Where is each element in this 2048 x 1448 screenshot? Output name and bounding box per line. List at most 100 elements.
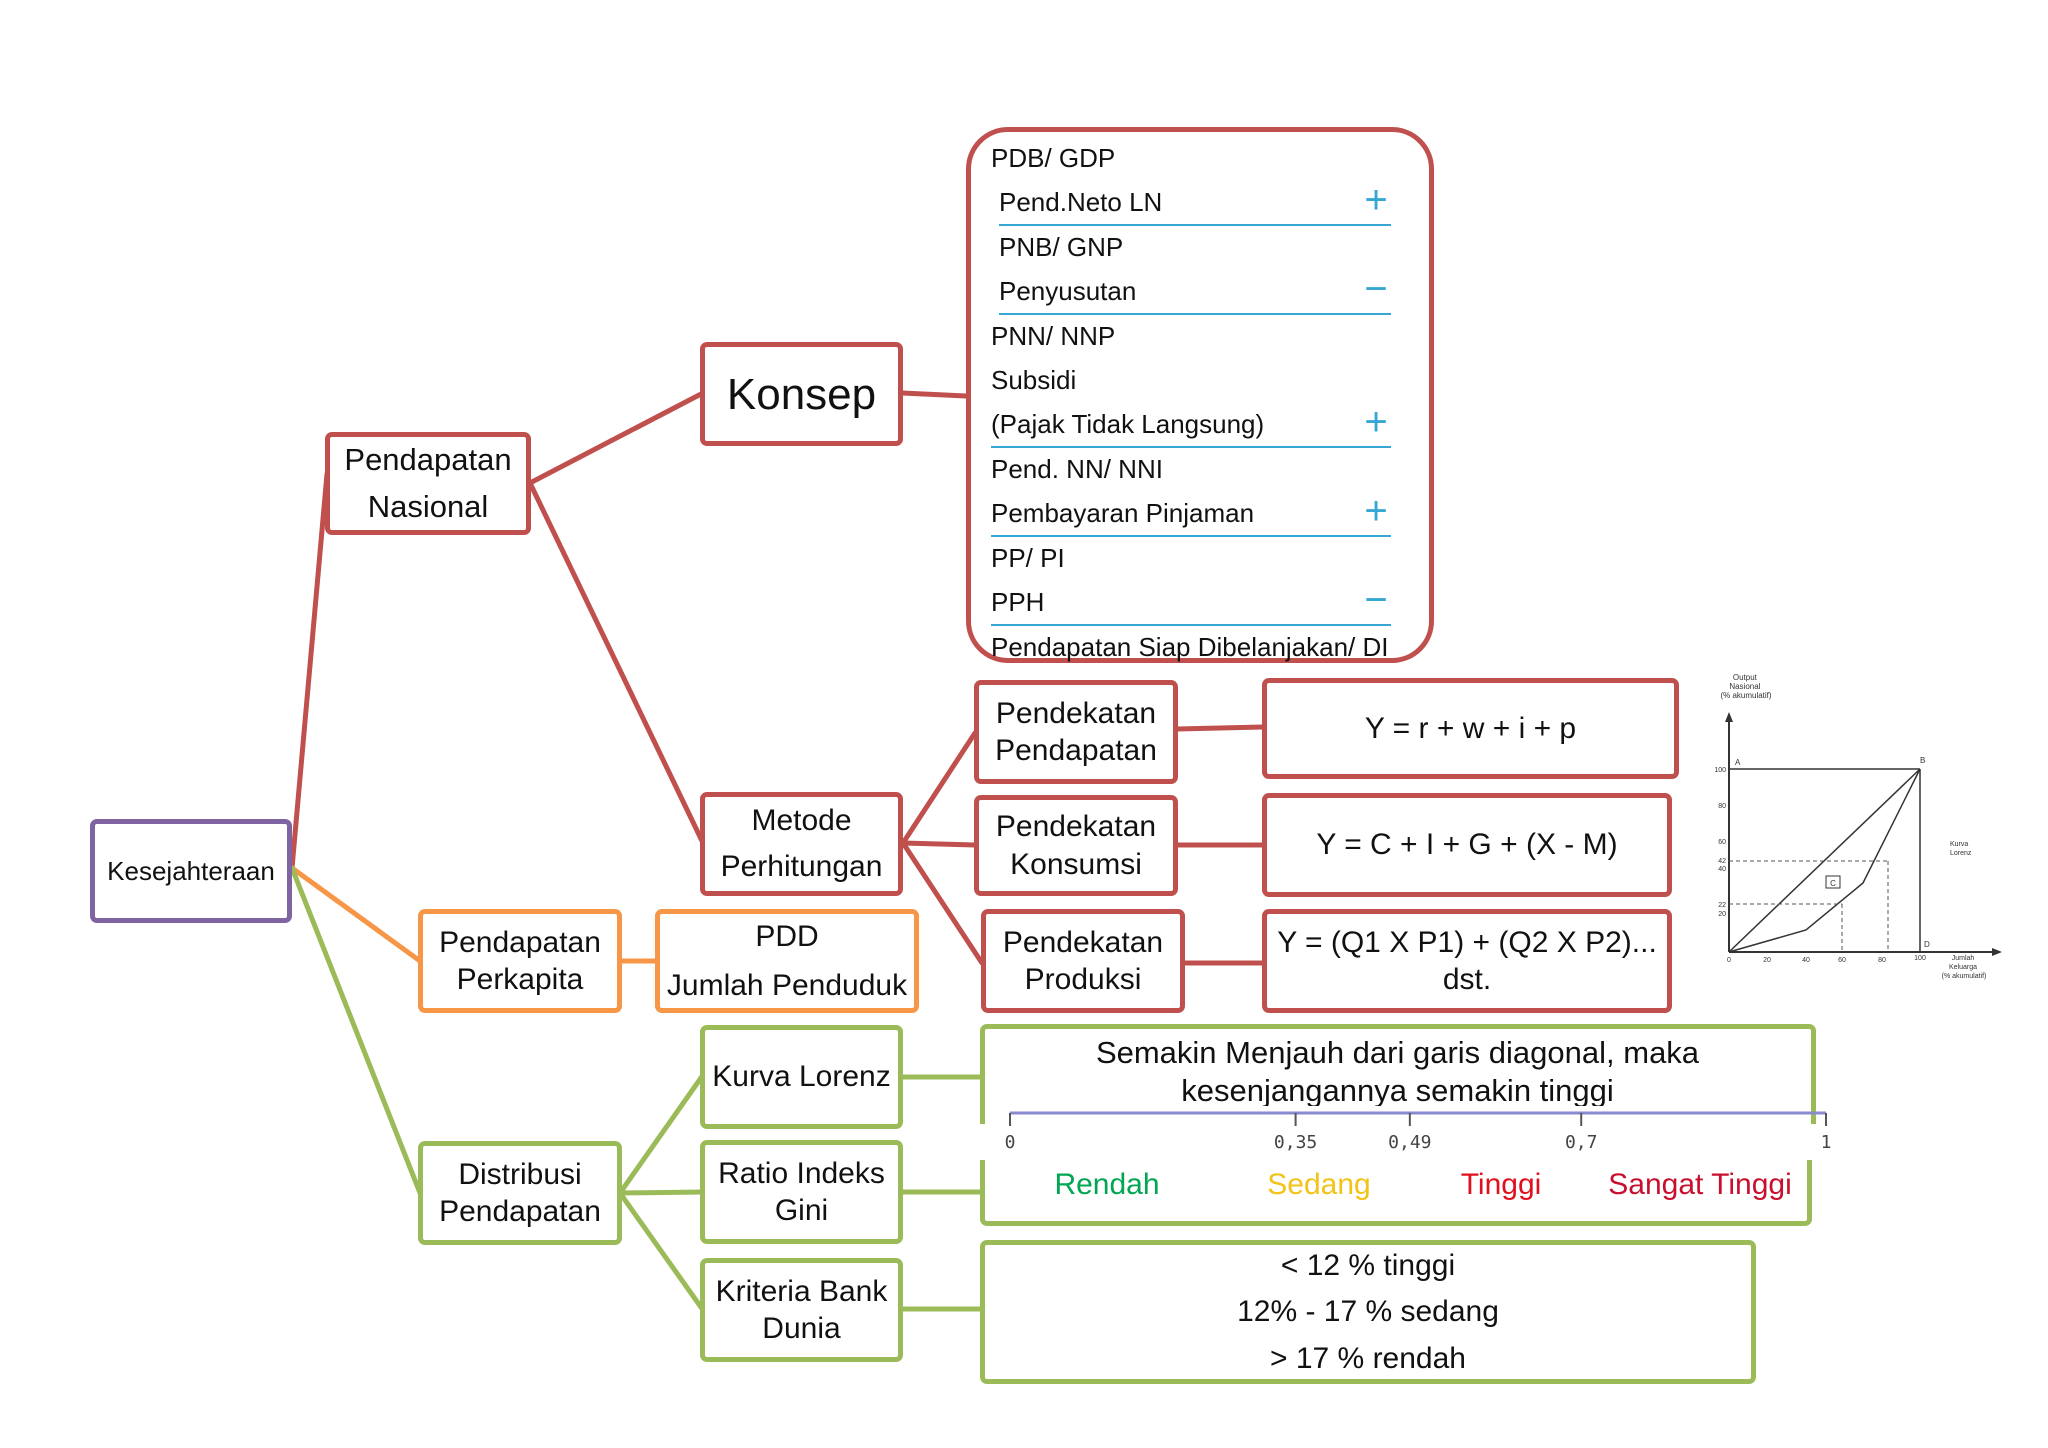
- connector-metode-pendapatan: [900, 730, 978, 846]
- criteria-sedang: 12% - 17 % sedang: [1237, 1295, 1499, 1329]
- lorenz-point-b: B: [1920, 756, 1925, 765]
- lorenz-ylabel: Output Nasional (% akumulatif): [1720, 673, 1771, 700]
- konsep-label: Konsep: [726, 369, 877, 419]
- lorenz-curve-label-l1: Kurva: [1950, 841, 1968, 848]
- gini-tick-label: 0: [1005, 1132, 1016, 1153]
- konsep-item-text: Pend. NN/ NNI: [991, 454, 1163, 484]
- lorenz-xlabel-l2: Keluarga: [1949, 964, 1977, 971]
- node-konsep: Konsep: [700, 342, 903, 446]
- lorenz-chart: Output Nasional (% akumulatif): [1714, 673, 2002, 980]
- konsep-item-text: Pembayaran Pinjaman: [991, 498, 1255, 528]
- konsep-item-text: PPH: [991, 587, 1045, 617]
- lorenz-description-box: [980, 1024, 1816, 1124]
- formula-produksi-line2: dst.: [1442, 963, 1492, 996]
- lorenz-ytick-22: 22: [1718, 902, 1726, 909]
- formula-pendapatan-text: Y = r + w + i + p: [1364, 711, 1577, 745]
- node-pendekatan-konsumsi: Pendekatan Konsumsi: [974, 795, 1178, 896]
- connector-distribusi-lorenz: [617, 1072, 706, 1196]
- pendekatan-produksi-line2: Produksi: [1024, 963, 1142, 996]
- lorenz-diagonal: [1728, 768, 1921, 953]
- konsep-item: Penyusutan−: [999, 269, 1391, 315]
- konsep-item-text: PDB/ GDP: [991, 143, 1116, 173]
- connector-pendapatan-formula: [1174, 724, 1266, 732]
- lorenz-curve: [1728, 768, 1921, 953]
- node-pendekatan-pendapatan: Pendekatan Pendapatan: [974, 680, 1178, 784]
- konsep-list: PDB/ GDP Pend.Neto LN+ PNB/ GNP Penyusutan−…: [966, 127, 1434, 663]
- pendapatan-nasional-line1: Pendapatan: [344, 442, 512, 477]
- lorenz-xlabel-l3: (% akumulatif): [1942, 973, 1987, 980]
- lorenz-xtick-100: 100: [1914, 955, 1926, 962]
- lorenz-point-c: C: [1830, 879, 1836, 888]
- pendekatan-produksi-line1: Pendekatan: [1002, 925, 1164, 959]
- lorenz-xtick-20: 20: [1763, 957, 1771, 964]
- formula-perkapita: PDD Jumlah Penduduk: [655, 909, 919, 1013]
- konsep-item-text: Pendapatan Siap Dibelanjakan/ DI: [991, 632, 1389, 662]
- konsep-item: PDB/ GDP: [991, 136, 1391, 180]
- plus-icon: +: [1364, 489, 1388, 533]
- connector-metode-produksi: [900, 840, 985, 966]
- lorenz-xlabel-l1: Jumlah: [1952, 955, 1975, 962]
- node-pendapatan-perkapita: Pendapatan Perkapita: [418, 909, 622, 1013]
- lorenz-ylabel-l3: (% akumulatif): [1720, 691, 1771, 700]
- lorenz-point-d: D: [1924, 940, 1930, 949]
- perkapita-line1: Pendapatan: [439, 925, 601, 959]
- lorenz-curve-label-l2: Lorenz: [1950, 850, 1972, 857]
- distribusi-line2: Pendapatan: [439, 1195, 601, 1228]
- perkapita-line2: Perkapita: [456, 963, 584, 996]
- konsep-item: Subsidi: [991, 358, 1391, 402]
- minus-icon: −: [1364, 578, 1388, 622]
- formula-konsumsi: Y = C + I + G + (X - M): [1262, 793, 1672, 897]
- konsep-item: Pend.Neto LN+: [999, 180, 1391, 226]
- node-ratio-indeks-gini: Ratio Indeks Gini: [700, 1140, 903, 1244]
- node-distribusi-pendapatan: Distribusi Pendapatan: [418, 1141, 622, 1245]
- formula-produksi-line1: Y = (Q1 X P1) + (Q2 X P2)...: [1277, 925, 1657, 959]
- gini-label-line2: Gini: [774, 1194, 829, 1227]
- lorenz-xlabel: Jumlah Keluarga (% akumulatif): [1942, 955, 1987, 980]
- formula-konsumsi-text: Y = C + I + G + (X - M): [1316, 828, 1618, 862]
- konsep-item-text: PNB/ GNP: [999, 232, 1124, 262]
- gini-category-label: Rendah: [1054, 1168, 1160, 1201]
- gini-tick-label: 0,35: [1274, 1132, 1317, 1153]
- connector-distribusi-bank: [617, 1190, 706, 1313]
- pendekatan-pendapatan-line1: Pendekatan: [995, 696, 1157, 730]
- node-kesejahteraan: Kesejahteraan: [90, 819, 292, 923]
- gini-category-label: Tinggi: [1460, 1168, 1542, 1201]
- pendapatan-nasional-line2: Nasional: [367, 488, 489, 524]
- konsep-item: PNN/ NNP: [991, 314, 1391, 358]
- lorenz-ytick-40: 40: [1718, 866, 1726, 873]
- node-kurva-lorenz: Kurva Lorenz: [700, 1025, 903, 1129]
- criteria-rendah: > 17 % rendah: [1270, 1341, 1466, 1375]
- lorenz-ytick-100: 100: [1714, 767, 1726, 774]
- lorenz-ytick-80: 80: [1718, 803, 1726, 810]
- konsep-item: Pendapatan Siap Dibelanjakan/ DI: [991, 625, 1391, 669]
- minus-icon: −: [1364, 267, 1388, 311]
- lorenz-y-arrow: [1725, 712, 1733, 722]
- connector-metode-konsumsi: [900, 840, 978, 848]
- lorenz-ytick-20: 20: [1718, 911, 1726, 918]
- connector-pn-metode: [527, 480, 706, 846]
- lorenz-description: Semakin Menjauh dari garis diagonal, mak…: [1095, 1035, 1700, 1106]
- gini-box: [980, 1160, 1812, 1226]
- connector-konsep-list: [899, 390, 969, 399]
- konsep-item: (Pajak Tidak Langsung)+: [991, 402, 1391, 448]
- pendekatan-konsumsi-line1: Pendekatan: [995, 810, 1157, 843]
- formula-pendapatan: Y = r + w + i + p: [1262, 678, 1679, 779]
- konsep-item-text: PP/ PI: [991, 543, 1065, 573]
- lorenz-x-arrow: [1992, 948, 2002, 956]
- gini-tick-label: 1: [1821, 1132, 1832, 1153]
- bank-dunia-criteria: < 12 % tinggi 12% - 17 % sedang > 17 % r…: [980, 1240, 1756, 1384]
- konsep-item: Pembayaran Pinjaman +: [991, 491, 1391, 537]
- lorenz-ylabel-l1: Output: [1733, 673, 1758, 682]
- bank-dunia-line1: Kriteria Bank: [715, 1274, 888, 1308]
- perkapita-formula-top: PDD: [755, 919, 819, 953]
- metode-line1: Metode: [751, 803, 852, 837]
- lorenz-ytick-42: 42: [1718, 858, 1726, 865]
- bank-dunia-line2: Dunia: [762, 1312, 841, 1345]
- connector-root-distribusi: [289, 865, 423, 1196]
- lorenz-xtick-80: 80: [1878, 957, 1886, 964]
- connector-root-perkapita: [289, 865, 423, 964]
- gini-tick-label: 0,7: [1565, 1132, 1598, 1153]
- lorenz-c-box: [1825, 875, 1841, 889]
